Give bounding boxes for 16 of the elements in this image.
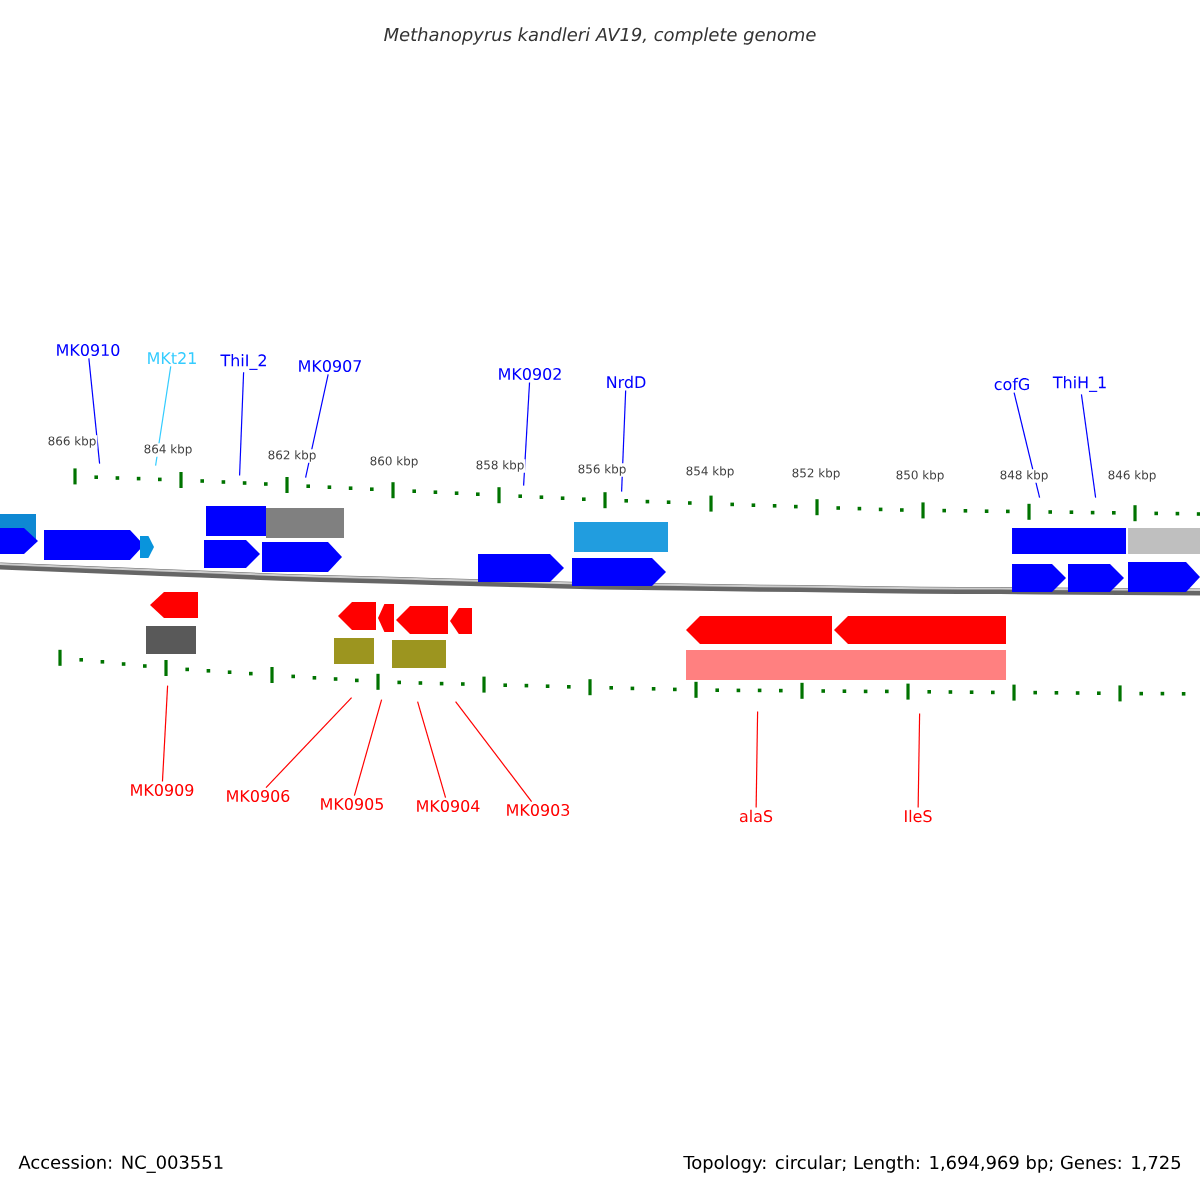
leader-line	[455, 701, 533, 803]
leader-line	[755, 711, 759, 809]
leader-line	[621, 389, 627, 493]
leader-line	[1080, 393, 1097, 499]
accession-text: Accession: NC_003551	[18, 1155, 223, 1173]
leader-line	[239, 371, 245, 477]
leader-line	[161, 685, 169, 783]
leader-line	[353, 699, 383, 797]
genome-map-drawing	[0, 468, 1200, 702]
leader-line	[417, 701, 447, 799]
leader-line	[523, 381, 531, 487]
genome-info-text: Topology: circular; Length: 1,694,969 bp; Genes: 1,725	[683, 1155, 1181, 1173]
leader-line	[265, 697, 353, 789]
title: Methanopyrus kandleri AV19, complete genome	[384, 27, 816, 45]
leader-line	[88, 357, 101, 465]
leader-line	[917, 713, 921, 809]
